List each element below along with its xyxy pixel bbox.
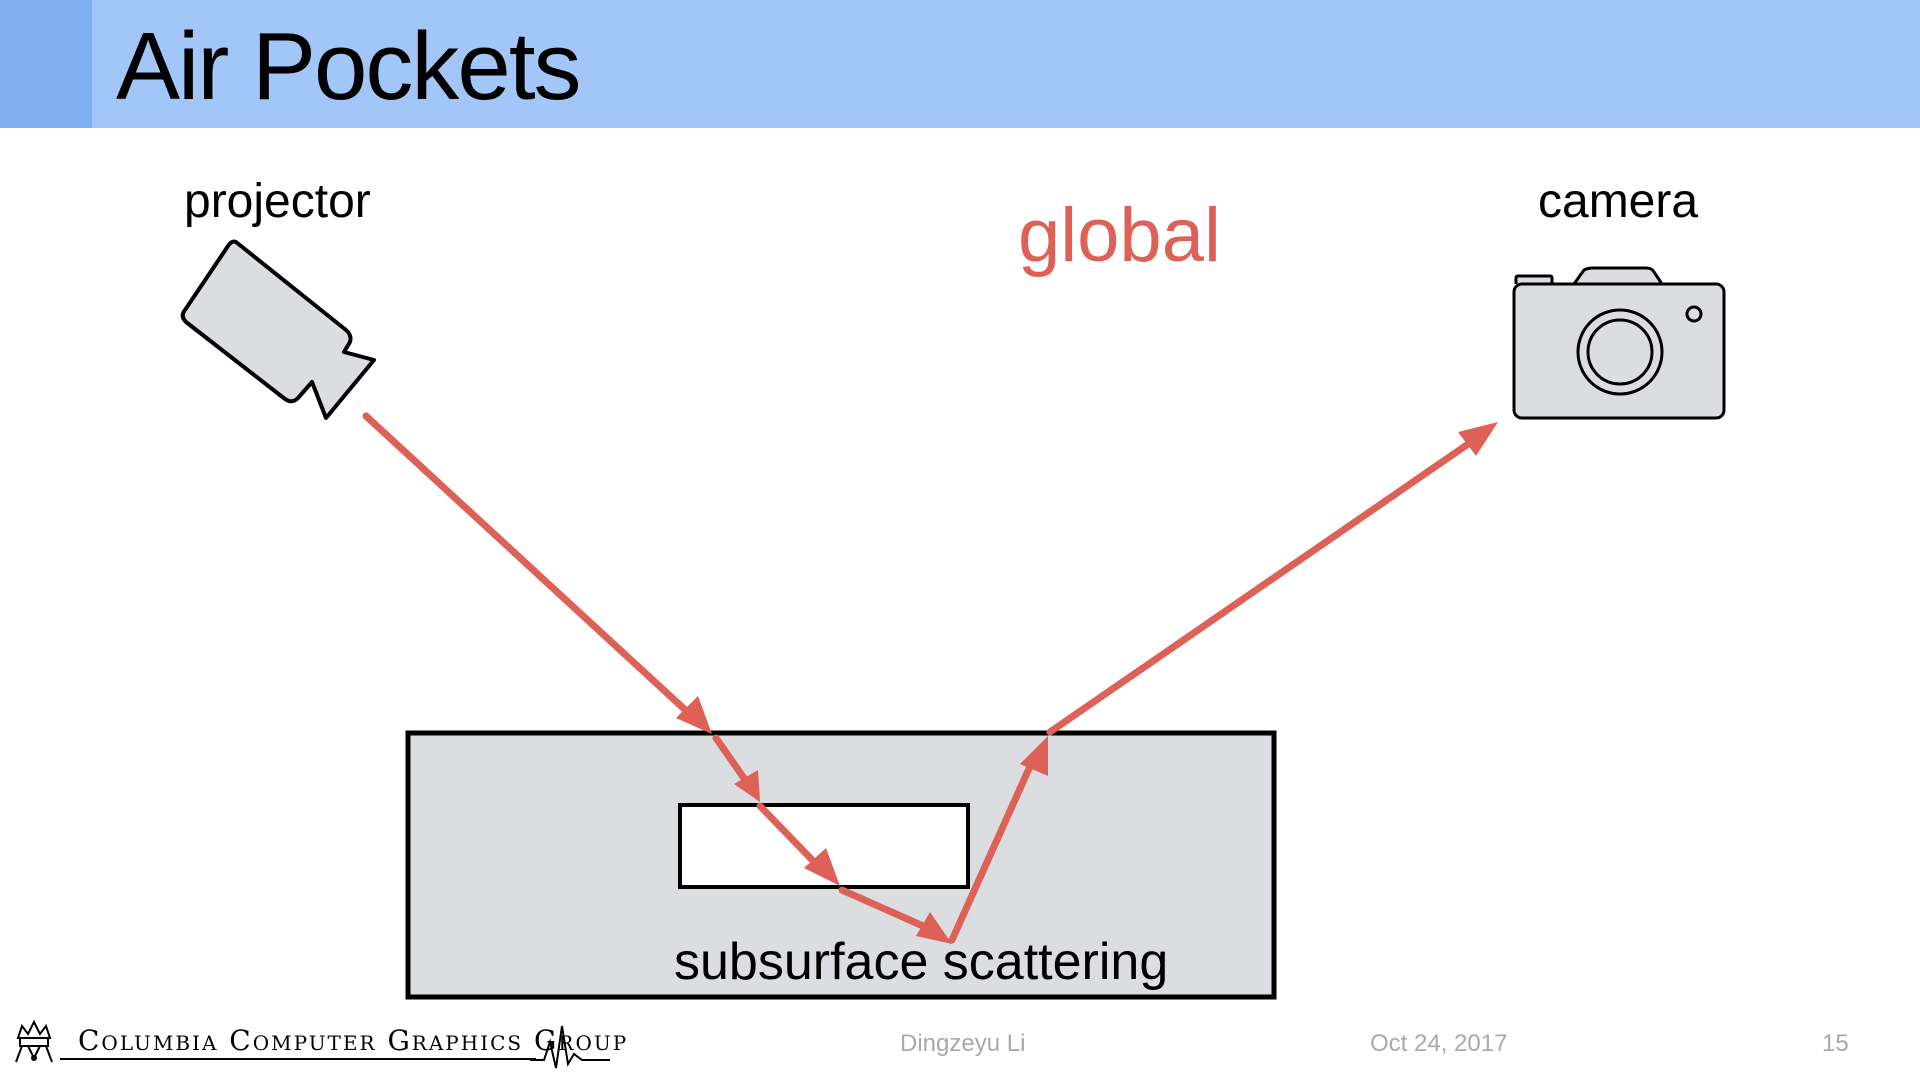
ray-through-pocket <box>756 802 824 872</box>
arrowhead-6 <box>1458 422 1498 456</box>
arrowhead-3 <box>804 848 840 886</box>
subsurface-label: subsurface scattering <box>674 933 1169 991</box>
slide-title: Air Pockets <box>116 13 581 120</box>
projector-label: projector <box>184 175 371 228</box>
ray-projector-to-surface <box>362 412 698 722</box>
title-bar-accent <box>0 0 92 128</box>
logo-underline <box>60 1058 536 1060</box>
footer-date: Oct 24, 2017 <box>1370 1030 1508 1057</box>
page-number: 15 <box>1822 1030 1849 1057</box>
ray-surface-to-pocket <box>712 734 752 788</box>
arrowhead-4 <box>916 912 952 944</box>
heartbeat-icon <box>530 1025 610 1069</box>
projector-icon <box>180 239 376 420</box>
camera-label: camera <box>1538 175 1699 228</box>
ray-bottom-to-surface <box>948 758 1036 944</box>
group-logo-text: Columbia Computer Graphics Group <box>78 1024 629 1057</box>
ray-surface-to-camera <box>1046 436 1478 736</box>
arrowhead-1 <box>676 696 712 734</box>
arrowhead-2 <box>734 770 760 802</box>
title-bar <box>0 0 1920 128</box>
arrowheads <box>676 422 1498 944</box>
ray-pocket-to-bottom <box>838 886 936 934</box>
light-path <box>362 412 1478 944</box>
camera-icon <box>1512 266 1726 420</box>
footer-author: Dingzeyu Li <box>900 1030 1026 1057</box>
columbia-crown-icon <box>15 1019 53 1063</box>
arrowhead-5 <box>1020 736 1048 776</box>
global-label: global <box>1018 193 1221 278</box>
